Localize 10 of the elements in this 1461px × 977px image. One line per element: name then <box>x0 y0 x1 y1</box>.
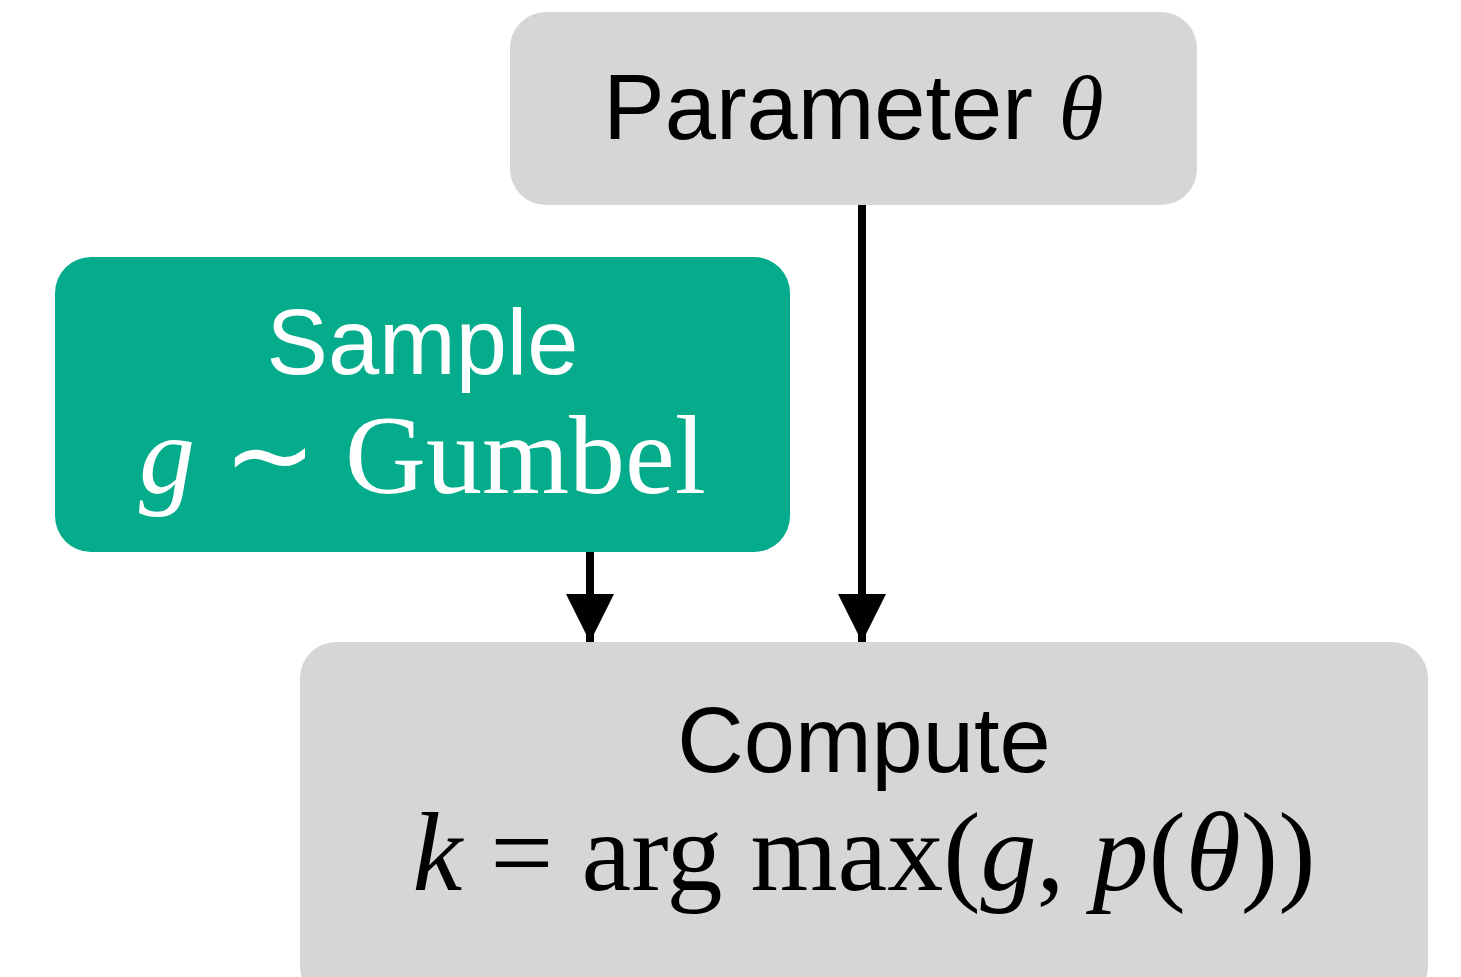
arrow <box>566 552 614 642</box>
formula: k = arg max(g, p(θ)) <box>412 791 1316 915</box>
box-label: Parameter θ <box>603 57 1104 160</box>
box-label: Compute <box>677 689 1051 791</box>
process-box <box>55 257 790 552</box>
arrow <box>838 205 886 642</box>
box-label: Sample <box>266 292 579 394</box>
process-box <box>300 642 1428 977</box>
process-box <box>510 12 1197 205</box>
formula: g ∼ Gumbel <box>139 393 706 517</box>
